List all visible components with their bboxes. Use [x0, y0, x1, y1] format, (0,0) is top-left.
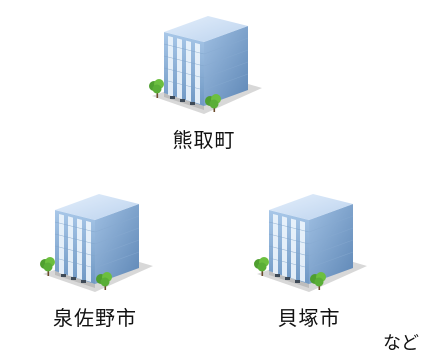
office-building-icon	[249, 188, 369, 298]
place-label: 貝塚市	[277, 306, 341, 330]
place-izumisano: 泉佐野市	[20, 188, 170, 330]
place-label: 熊取町	[172, 128, 236, 152]
office-building-icon	[144, 10, 264, 120]
office-building-icon	[35, 188, 155, 298]
etc-label: など	[383, 333, 419, 354]
place-kumatori: 熊取町	[129, 10, 279, 152]
place-label: 泉佐野市	[53, 306, 137, 330]
place-kaizuka: 貝塚市	[234, 188, 384, 330]
